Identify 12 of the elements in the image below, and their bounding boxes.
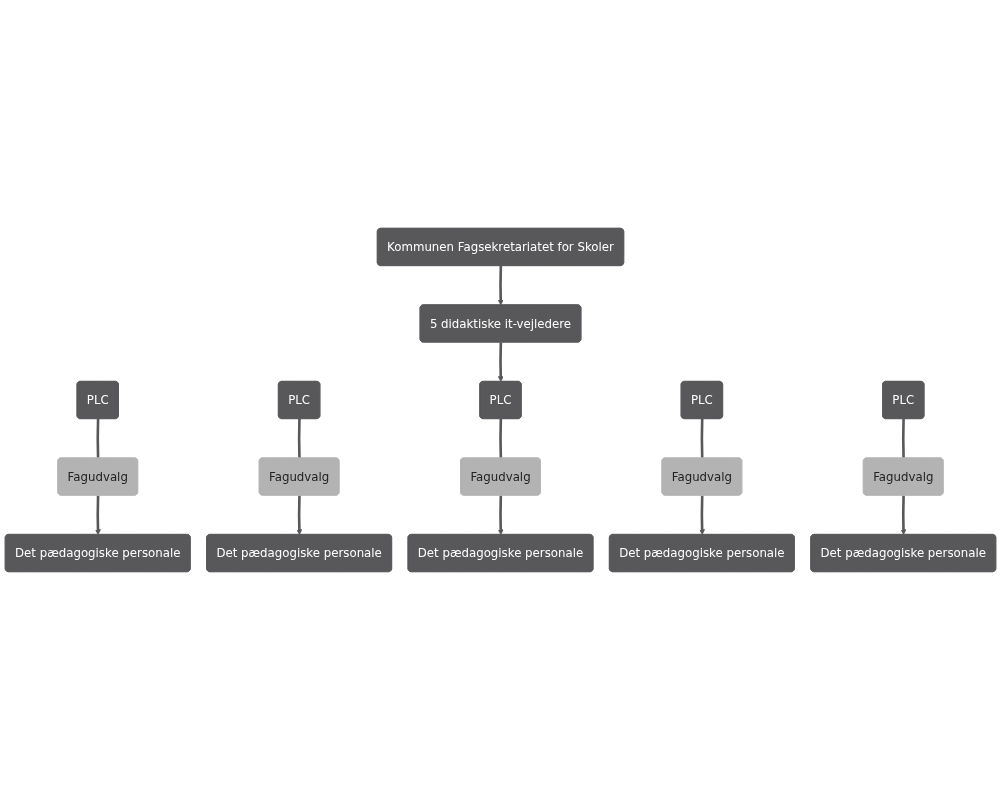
connector (499, 418, 503, 459)
arrow (296, 495, 303, 535)
arrow (497, 495, 504, 535)
arrow (699, 495, 705, 535)
arrow (900, 495, 907, 535)
connector (901, 418, 905, 459)
arrow (497, 342, 504, 382)
connector (700, 418, 704, 459)
connector (297, 418, 301, 459)
connector (96, 418, 100, 459)
arrow (497, 265, 504, 306)
arrow (95, 495, 101, 535)
